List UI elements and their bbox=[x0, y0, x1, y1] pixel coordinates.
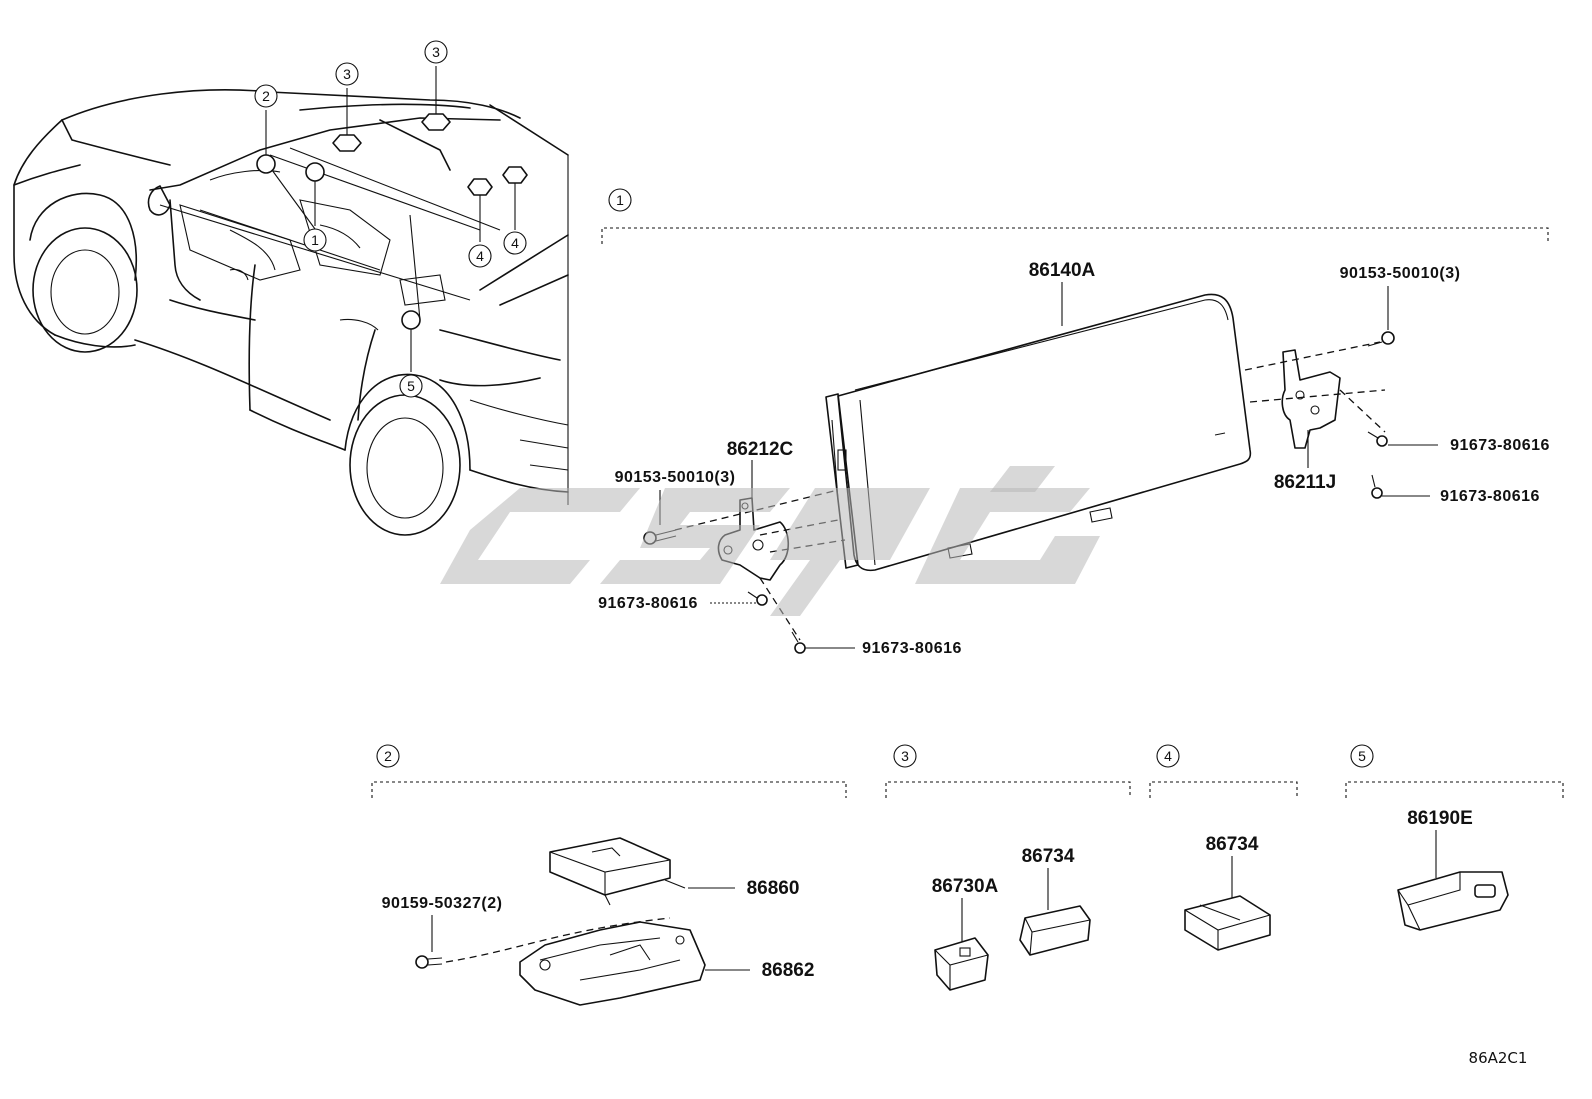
label-86211J: 86211J bbox=[1274, 472, 1336, 493]
callout-4-a-label: 4 bbox=[476, 248, 484, 264]
part-86190E bbox=[1397, 871, 1509, 931]
group-3-callout-label: 3 bbox=[901, 748, 909, 764]
bolt-right-2 bbox=[1371, 474, 1383, 499]
label-90153-right: 90153-50010(3) bbox=[1340, 265, 1461, 282]
label-86862: 86862 bbox=[762, 960, 815, 981]
part-86734-b bbox=[1184, 895, 1271, 951]
marker-circle-5 bbox=[401, 310, 421, 330]
callout-3-a-label: 3 bbox=[343, 66, 351, 82]
group-1-callout-label: 1 bbox=[616, 192, 624, 208]
callout-5-car bbox=[399, 374, 423, 398]
callout-3-b-label: 3 bbox=[432, 44, 440, 60]
label-86730A: 86730A bbox=[932, 876, 999, 897]
brand-watermark bbox=[440, 466, 1100, 616]
label-91673-left-1: 91673-80616 bbox=[598, 595, 698, 612]
bracket-right bbox=[1281, 349, 1341, 449]
group-4-callout-label: 4 bbox=[1164, 748, 1172, 764]
label-90159: 90159-50327(2) bbox=[382, 895, 503, 912]
part-86734-a bbox=[1019, 905, 1091, 956]
bolt-left-2 bbox=[791, 631, 806, 654]
callout-4-b bbox=[503, 231, 527, 255]
group-2-callout bbox=[376, 744, 400, 768]
label-91673-left-2: 91673-80616 bbox=[862, 640, 962, 657]
callout-2-top-label: 2 bbox=[262, 88, 270, 104]
location-markers: 2 3 3 1 4 4 5 bbox=[254, 40, 528, 398]
group-4: 4 86734 bbox=[1149, 744, 1298, 951]
label-90153-left: 90153-50010(3) bbox=[615, 469, 736, 486]
bolt-left-1 bbox=[747, 591, 768, 606]
label-86212C: 86212C bbox=[727, 439, 794, 460]
marker-hex-4b bbox=[502, 166, 528, 184]
screw-right bbox=[1367, 331, 1395, 347]
group-5-callout-label: 5 bbox=[1358, 748, 1366, 764]
callout-4-a bbox=[468, 244, 492, 268]
marker-circle-1 bbox=[305, 162, 325, 182]
vehicle-illustration bbox=[13, 89, 569, 536]
group-1: 1 86140A 86212C bbox=[598, 188, 1550, 657]
group-3: 3 86730A 86734 bbox=[885, 744, 1131, 991]
group-1-callout bbox=[608, 188, 632, 212]
label-86734-a: 86734 bbox=[1022, 846, 1075, 867]
callout-3-b bbox=[424, 40, 448, 64]
label-86190E: 86190E bbox=[1407, 808, 1473, 829]
marker-hex-3a bbox=[332, 134, 362, 152]
group-5: 5 86190E bbox=[1345, 744, 1564, 931]
marker-hex-3b bbox=[421, 113, 451, 131]
callout-3-a bbox=[335, 62, 359, 86]
marker-hex-4a bbox=[467, 178, 493, 196]
bracket-86862 bbox=[519, 921, 706, 1006]
label-91673-right-1: 91673-80616 bbox=[1450, 437, 1550, 454]
diagram-code: 86A2C1 bbox=[1469, 1049, 1528, 1067]
module-86860 bbox=[549, 837, 686, 906]
label-86860: 86860 bbox=[747, 878, 800, 899]
bolt-right-1 bbox=[1367, 431, 1388, 447]
screw-90159 bbox=[415, 955, 443, 969]
callout-1-car-label: 1 bbox=[311, 232, 319, 248]
group-2: 2 86860 86862 90159-5032 bbox=[371, 744, 847, 1006]
group-3-callout bbox=[893, 744, 917, 768]
callout-5-car-label: 5 bbox=[407, 378, 415, 394]
label-86734-b: 86734 bbox=[1206, 834, 1259, 855]
group-5-callout bbox=[1350, 744, 1374, 768]
callout-2-top bbox=[254, 84, 278, 108]
callout-4-b-label: 4 bbox=[511, 235, 519, 251]
label-86140A: 86140A bbox=[1029, 260, 1096, 281]
part-86730A bbox=[934, 937, 989, 991]
group-4-callout bbox=[1156, 744, 1180, 768]
label-91673-right-2: 91673-80616 bbox=[1440, 488, 1540, 505]
group-2-callout-label: 2 bbox=[384, 748, 392, 764]
